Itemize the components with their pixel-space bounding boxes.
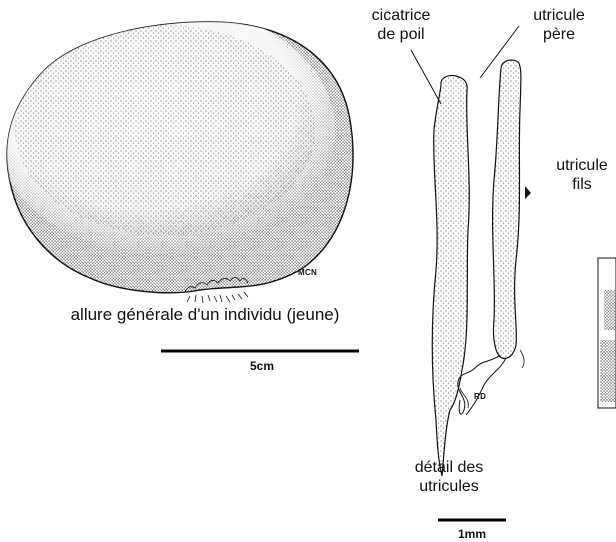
signature-mcn: MCN [298,268,317,277]
leader-child-arrow [525,186,531,199]
signature-rd: RD [474,392,486,401]
caption-detail-line1: détail des [404,458,494,477]
label-scar-line2: de poil [356,25,446,44]
label-parent-line1: utricule [520,6,598,25]
label-scar: cicatrice de poil [356,6,446,44]
scale-label-5cm: 5cm [250,359,274,373]
utricles-drawing [432,60,524,476]
label-parent-line2: père [520,25,598,44]
label-scar-line1: cicatrice [356,6,446,25]
scale-label-1mm: 1mm [458,527,486,541]
label-child-line1: utricule [546,156,616,175]
individual-drawing [0,5,353,303]
connecting-stolon [458,355,506,415]
caption-general: allure générale d'un individu (jeune) [40,305,370,324]
label-parent-utricle: utricule père [520,6,598,44]
caption-detail-line2: utricules [404,477,494,496]
partial-figure [598,258,616,408]
parent-utricle [432,75,469,476]
leader-scar [411,50,441,104]
label-child-utricle: utricule fils [546,156,616,194]
label-child-line2: fils [546,175,616,194]
caption-detail: détail des utricules [404,458,494,496]
child-utricle [493,60,521,358]
